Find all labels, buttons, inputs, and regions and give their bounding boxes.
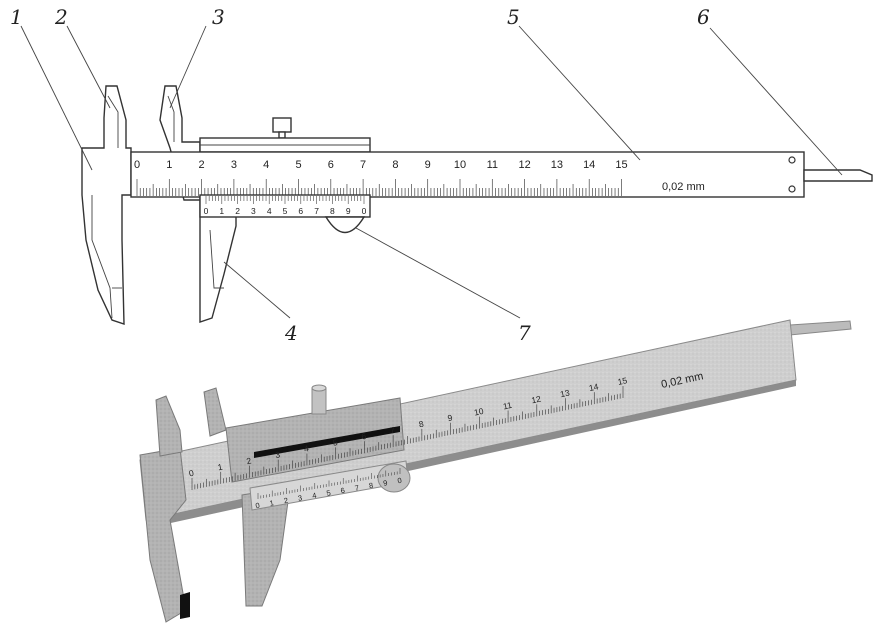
render-scale-number: 0 [188,468,195,479]
vernier-number: 0 [204,206,209,216]
main-scale-ticks [136,179,622,196]
main-scale-number: 10 [454,159,466,171]
main-scale-number: 9 [425,159,431,171]
render-vernier-number: 9 [382,478,388,488]
callout-5: 5 [507,5,520,29]
render-scale-number: 10 [473,406,485,418]
main-scale-number: 12 [518,159,530,171]
render-scale-number: 14 [588,381,600,393]
render-scale-number: 1 [217,461,224,472]
render-vernier-ticks [257,468,401,499]
vernier-number: 6 [298,206,303,216]
callout-7: 7 [518,321,531,345]
vernier-number: 9 [346,206,351,216]
vernier-plate [199,194,371,218]
main-beam [130,151,805,198]
render-vernier-number: 7 [354,483,360,493]
depth-rod [803,169,873,182]
main-scale-number: 11 [487,159,498,171]
vernier-number: 2 [235,206,240,216]
render-slider [225,397,405,483]
main-scale-number: 1 [166,159,172,171]
callout-1: 1 [10,5,23,29]
main-scale-number: 2 [199,159,205,171]
callout-2: 2 [54,5,68,29]
callout-3: 3 [212,5,225,29]
render-scale-number: 4 [303,443,310,454]
main-scale-number: 13 [551,159,563,171]
render-vernier-number: 0 [255,501,261,511]
render-scale-number: 9 [447,412,454,423]
render-vernier-number: 0 [397,476,403,486]
leader-lines [20,25,843,319]
render-scale-number: 3 [274,449,281,460]
main-scale-number: 4 [263,159,269,171]
main-scale-number: 6 [328,159,334,171]
render-vernier-number: 6 [340,486,346,496]
main-scale-number: 0 [134,159,140,171]
vernier-number: 4 [267,206,272,216]
render-main-beam [139,319,797,521]
main-scale-number: 14 [583,159,595,171]
render-scale-ticks [191,386,624,490]
render-scale-number: 2 [245,455,252,466]
render-scale-number: 12 [531,394,543,406]
vernier-ticks [205,196,365,204]
render-scale-number: 13 [559,387,571,399]
vernier-number: 3 [251,206,256,216]
vernier-number: 1 [219,206,224,216]
main-scale-number: 15 [615,159,627,171]
main-scale-number: 5 [295,159,301,171]
resolution-label: 0,02 mm [662,181,705,193]
vernier-number: 7 [314,206,319,216]
render-scale-number: 8 [418,419,425,430]
render-scale-number: 7 [389,425,396,436]
vernier-number: 5 [283,206,288,216]
main-scale-number: 8 [392,159,398,171]
render-vernier-number: 4 [311,491,317,501]
fixed-jaw-outline [81,85,132,325]
render-vernier-number: 5 [326,488,332,498]
callout-4: 4 [284,321,298,345]
vernier-number: 0 [362,206,367,216]
vernier-number: 8 [330,206,335,216]
render-vernier-number: 8 [368,481,374,491]
render-vernier-number: 3 [297,493,303,503]
callout-6: 6 [697,5,710,29]
lock-screw [272,117,292,133]
render-scale-number: 5 [332,437,339,448]
thumb-wheel [324,216,366,234]
render-scale-number: 11 [502,400,513,412]
render-fixed-jaw [139,447,187,623]
render-scale-number: 6 [360,431,367,442]
main-scale-number: 3 [231,159,237,171]
render-scale-number: 15 [617,375,629,387]
main-scale-number: 7 [360,159,366,171]
render-vernier-number: 1 [269,498,275,508]
render-vernier-number: 2 [283,496,289,506]
